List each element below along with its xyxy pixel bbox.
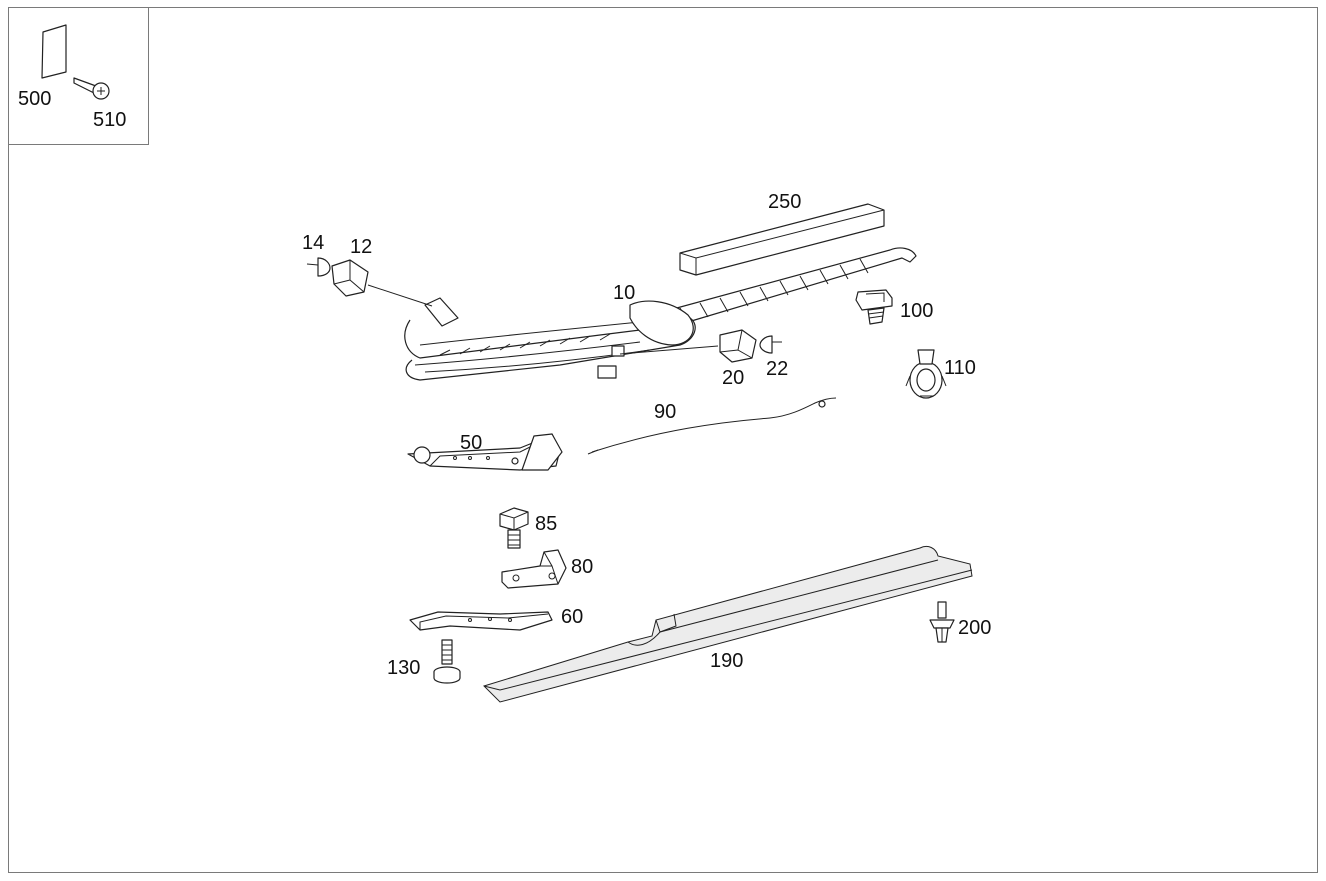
part-500-card[interactable] [41,24,67,79]
label-10: 10 [613,282,635,304]
label-50: 50 [460,432,482,454]
label-22: 22 [766,358,788,380]
part-90-cable[interactable] [587,397,837,455]
part-510-screw[interactable] [73,77,110,100]
part-10-wiring-harness[interactable] [367,247,917,381]
label-80: 80 [571,556,593,578]
part-20-connector[interactable] [719,329,757,363]
part-250-block[interactable] [679,203,885,276]
part-200-rivet[interactable] [929,601,955,643]
label-90: 90 [654,401,676,423]
label-14: 14 [302,232,324,254]
label-20: 20 [722,367,744,389]
part-14-pin[interactable] [306,257,331,277]
label-60: 60 [561,606,583,628]
label-500: 500 [18,88,51,110]
part-50-lever[interactable] [407,433,563,471]
part-12-connector[interactable] [331,259,369,297]
label-12: 12 [350,236,372,258]
part-110-clamp[interactable] [905,349,947,399]
part-22-pin[interactable] [759,335,782,354]
label-200: 200 [958,617,991,639]
label-130: 130 [387,657,420,679]
diagram-frame [8,7,1318,873]
part-190-sill-trim[interactable] [483,545,973,703]
part-80-bracket[interactable] [501,549,567,589]
part-85-bolt[interactable] [499,507,529,549]
part-100-clip[interactable] [855,289,893,325]
label-510: 510 [93,109,126,131]
label-100: 100 [900,300,933,322]
inset-box [8,7,149,145]
part-60-lever-bar[interactable] [409,611,553,631]
part-130-screw[interactable] [433,639,461,684]
label-110: 110 [944,357,976,379]
label-85: 85 [535,513,557,535]
label-190: 190 [710,650,743,672]
label-250: 250 [768,191,801,213]
